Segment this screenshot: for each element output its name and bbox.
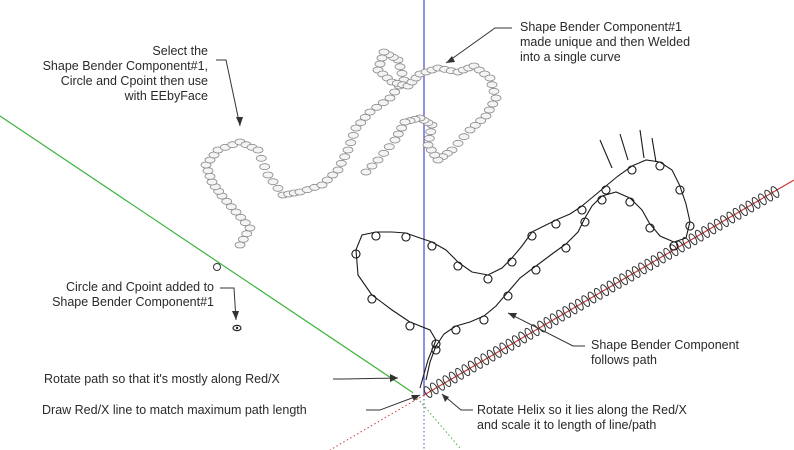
- cpoint-dot: [235, 326, 239, 330]
- note-line: into a single curve: [520, 50, 621, 64]
- note-line: and scale it to length of line/path: [477, 418, 657, 432]
- note-made-unique: Shape Bender Component#1 made unique and…: [520, 20, 690, 65]
- note-line: Shape Bender Component: [591, 338, 740, 352]
- note-line: Circle and Cpoint added to: [65, 280, 214, 294]
- green-axis-dotted: [411, 391, 461, 449]
- note-draw-line: Draw Red/X line to match maximum path le…: [42, 403, 307, 417]
- leader-arrowheads: [232, 56, 517, 402]
- note-line: Shape Bender Component#1: [520, 20, 682, 34]
- note-line: Shape Bender Component#1: [52, 295, 214, 309]
- note-line: Rotate Helix so it lies along the Red/X: [477, 403, 687, 417]
- cpoint-marker[interactable]: [232, 324, 242, 332]
- note-rotate-path: Rotate path so that it's mostly along Re…: [44, 372, 280, 386]
- note-line: made unique and then Welded: [520, 35, 691, 49]
- shape-bender-component-1[interactable]: [200, 48, 502, 249]
- note-rotate-helix: Rotate Helix so it lies along the Red/X …: [477, 403, 687, 433]
- leader-lines: [216, 27, 585, 411]
- red-axis: [423, 179, 794, 396]
- welded-curve[interactable]: [351, 129, 695, 389]
- note-circle-cpoint: Circle and Cpoint added to Shape Bender …: [52, 280, 214, 310]
- green-axis: [0, 115, 413, 393]
- note-line: Select the: [152, 44, 208, 58]
- note-select-component: Select the Shape Bender Component#1, Cir…: [43, 44, 208, 104]
- circle-marker[interactable]: [213, 263, 221, 271]
- note-line: follows path: [591, 353, 658, 367]
- helix[interactable]: [423, 185, 781, 398]
- note-line: Shape Bender Component#1,: [42, 59, 208, 73]
- red-axis-dotted: [329, 394, 425, 450]
- note-follows-path: Shape Bender Component follows path: [591, 338, 739, 368]
- note-line: Circle and Cpoint then use: [60, 74, 208, 88]
- note-line: with EEbyFace: [124, 89, 208, 103]
